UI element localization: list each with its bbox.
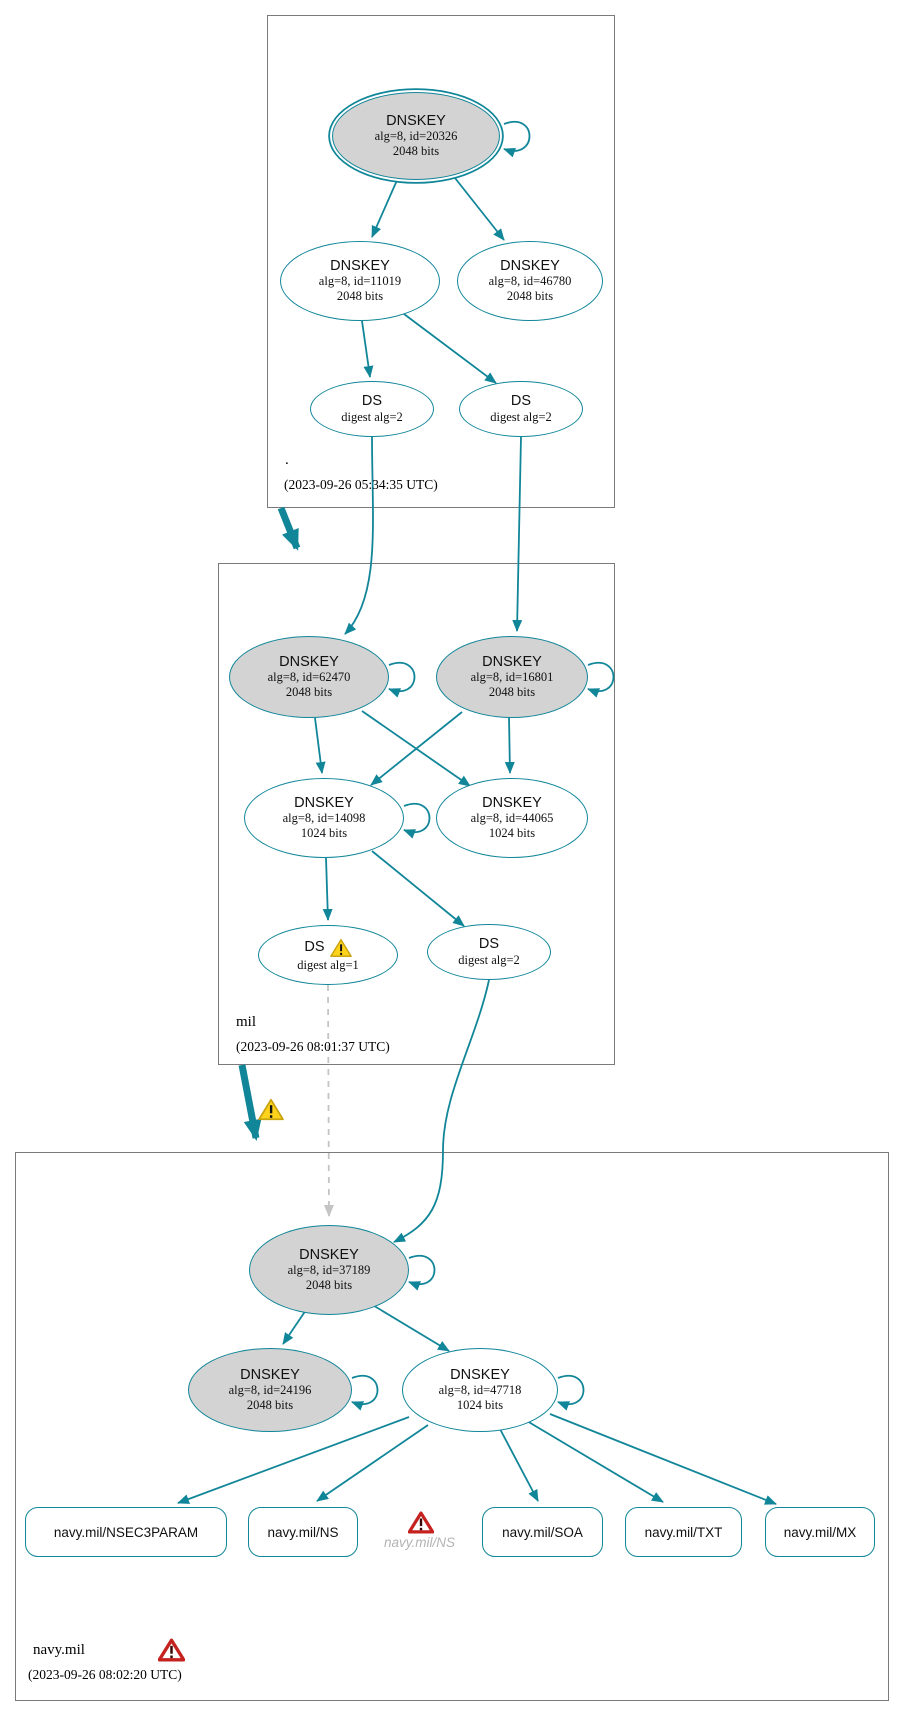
- dnskey-node-16801[interactable]: DNSKEY alg=8, id=16801 2048 bits: [436, 636, 588, 718]
- edge-root-to-mil-delegation: [277, 506, 301, 551]
- error-icon[interactable]: [408, 1511, 434, 1534]
- ds-node-mil-alg2[interactable]: DS digest alg=2: [427, 924, 551, 980]
- ds-node-mil-alg1[interactable]: DS digest alg=1: [258, 925, 398, 985]
- dnskey-node-11019[interactable]: DNSKEY alg=8, id=11019 2048 bits: [280, 241, 440, 321]
- zone-label-mil: mil: [236, 1014, 257, 1030]
- edge-mil-to-navy-delegation: [238, 1064, 262, 1141]
- ds-node-root-2[interactable]: DS digest alg=2: [459, 381, 583, 437]
- dnskey-node-44065[interactable]: DNSKEY alg=8, id=44065 1024 bits: [436, 778, 588, 858]
- dnskey-node-37189[interactable]: DNSKEY alg=8, id=37189 2048 bits: [249, 1225, 409, 1315]
- dnskey-node-14098[interactable]: DNSKEY alg=8, id=14098 1024 bits: [244, 778, 404, 858]
- rrset-navy-mil-soa[interactable]: navy.mil/SOA: [482, 1507, 603, 1557]
- ds-node-root-1[interactable]: DS digest alg=2: [310, 381, 434, 437]
- dnskey-node-20326[interactable]: DNSKEY alg=8, id=20326 2048 bits: [332, 92, 500, 180]
- zone-box-root: [267, 15, 615, 508]
- rrset-navy-mil-ns[interactable]: navy.mil/NS: [248, 1507, 358, 1557]
- zone-timestamp-root: (2023-09-26 05:34:35 UTC): [284, 477, 438, 492]
- warning-icon[interactable]: [258, 1098, 284, 1121]
- rrset-navy-mil-txt[interactable]: navy.mil/TXT: [625, 1507, 742, 1557]
- zone-label-navy-mil: navy.mil: [33, 1642, 85, 1658]
- dnskey-node-47718[interactable]: DNSKEY alg=8, id=47718 1024 bits: [402, 1348, 558, 1432]
- zone-label-root: .: [285, 452, 289, 468]
- dnskey-node-62470[interactable]: DNSKEY alg=8, id=62470 2048 bits: [229, 636, 389, 718]
- rrset-navy-mil-nsec3param[interactable]: navy.mil/NSEC3PARAM: [25, 1507, 227, 1557]
- dnskey-node-24196[interactable]: DNSKEY alg=8, id=24196 2048 bits: [188, 1348, 352, 1432]
- dnskey-node-46780[interactable]: DNSKEY alg=8, id=46780 2048 bits: [457, 241, 603, 321]
- rrset-navy-mil-ns-error-label: navy.mil/NS: [384, 1535, 456, 1550]
- rrset-navy-mil-mx[interactable]: navy.mil/MX: [765, 1507, 875, 1557]
- zone-timestamp-mil: (2023-09-26 08:01:37 UTC): [236, 1039, 390, 1054]
- warning-icon[interactable]: [329, 938, 352, 958]
- error-icon[interactable]: [158, 1638, 185, 1662]
- zone-timestamp-navy-mil: (2023-09-26 08:02:20 UTC): [28, 1667, 182, 1682]
